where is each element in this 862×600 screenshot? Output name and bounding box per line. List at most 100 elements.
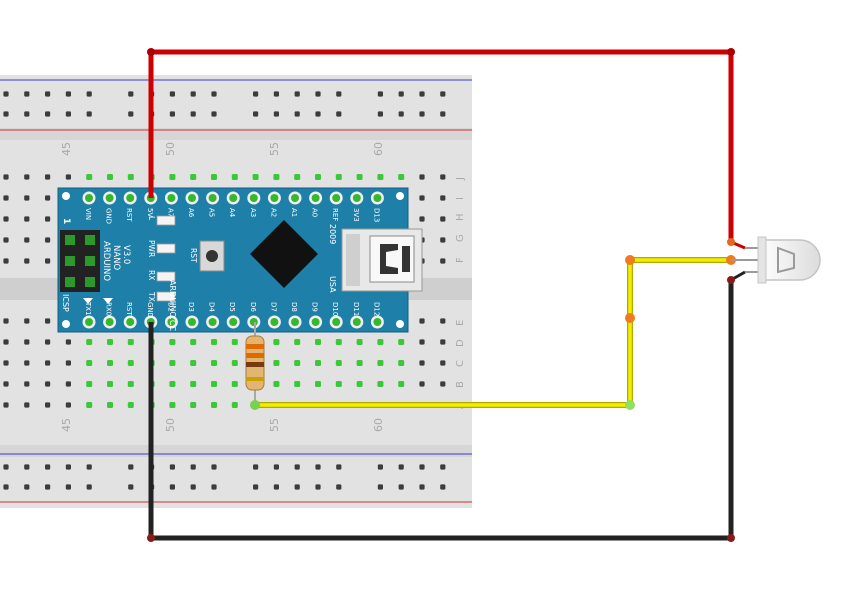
breadboard-hole[interactable] [24, 381, 30, 387]
rail-hole[interactable] [128, 464, 134, 470]
breadboard-hole[interactable] [419, 216, 425, 222]
rail-hole[interactable] [377, 111, 383, 117]
breadboard-hole[interactable] [3, 237, 9, 243]
rail-hole[interactable] [419, 464, 425, 470]
breadboard-hole[interactable] [3, 339, 9, 345]
breadboard-hole[interactable] [419, 360, 425, 366]
rail-hole[interactable] [294, 111, 300, 117]
breadboard-hole[interactable] [419, 381, 425, 387]
breadboard-hole[interactable] [419, 174, 425, 180]
rail-hole[interactable] [3, 484, 9, 490]
rail-hole[interactable] [45, 464, 51, 470]
breadboard-hole[interactable] [440, 237, 446, 243]
breadboard-hole[interactable] [440, 174, 446, 180]
rail-hole[interactable] [128, 484, 134, 490]
breadboard-hole[interactable] [45, 216, 51, 222]
rail-hole[interactable] [211, 91, 217, 97]
rail-hole[interactable] [253, 484, 259, 490]
rail-hole[interactable] [419, 111, 425, 117]
rail-hole[interactable] [440, 484, 446, 490]
rail-hole[interactable] [398, 91, 404, 97]
breadboard-hole[interactable] [65, 381, 71, 387]
breadboard-hole[interactable] [45, 360, 51, 366]
rail-hole[interactable] [253, 91, 259, 97]
breadboard-hole[interactable] [3, 195, 9, 201]
rail-hole[interactable] [24, 111, 30, 117]
breadboard-hole[interactable] [24, 237, 30, 243]
rail-hole[interactable] [315, 484, 321, 490]
rail-hole[interactable] [398, 464, 404, 470]
breadboard-hole[interactable] [24, 360, 30, 366]
rail-hole[interactable] [45, 91, 51, 97]
rail-hole[interactable] [273, 464, 279, 470]
rail-hole[interactable] [45, 484, 51, 490]
rail-hole[interactable] [86, 464, 92, 470]
rail-hole[interactable] [86, 91, 92, 97]
breadboard-hole[interactable] [3, 360, 9, 366]
breadboard-hole[interactable] [440, 258, 446, 264]
rail-hole[interactable] [24, 484, 30, 490]
rail-hole[interactable] [377, 464, 383, 470]
rail-hole[interactable] [273, 111, 279, 117]
rail-hole[interactable] [273, 484, 279, 490]
breadboard-hole[interactable] [65, 174, 71, 180]
breadboard-hole[interactable] [65, 339, 71, 345]
breadboard-hole[interactable] [3, 258, 9, 264]
breadboard-hole[interactable] [24, 402, 30, 408]
breadboard-hole[interactable] [440, 381, 446, 387]
rail-hole[interactable] [440, 91, 446, 97]
rail-hole[interactable] [336, 484, 342, 490]
breadboard-hole[interactable] [24, 339, 30, 345]
rail-hole[interactable] [65, 484, 71, 490]
reset-button[interactable]: RST [189, 240, 225, 272]
rail-hole[interactable] [211, 111, 217, 117]
rail-hole[interactable] [273, 91, 279, 97]
rail-hole[interactable] [86, 111, 92, 117]
rail-hole[interactable] [3, 464, 9, 470]
rail-hole[interactable] [169, 111, 175, 117]
breadboard-hole[interactable] [45, 258, 51, 264]
breadboard-hole[interactable] [419, 318, 425, 324]
rail-hole[interactable] [211, 464, 217, 470]
breadboard-hole[interactable] [440, 360, 446, 366]
rail-hole[interactable] [45, 111, 51, 117]
rail-hole[interactable] [315, 91, 321, 97]
breadboard-hole[interactable] [24, 216, 30, 222]
breadboard-hole[interactable] [440, 339, 446, 345]
rail-hole[interactable] [65, 91, 71, 97]
breadboard-hole[interactable] [3, 174, 9, 180]
breadboard-hole[interactable] [45, 318, 51, 324]
rail-hole[interactable] [377, 91, 383, 97]
breadboard-hole[interactable] [419, 195, 425, 201]
rail-hole[interactable] [398, 484, 404, 490]
breadboard-hole[interactable] [24, 318, 30, 324]
rail-hole[interactable] [294, 464, 300, 470]
rail-hole[interactable] [440, 464, 446, 470]
breadboard-hole[interactable] [45, 237, 51, 243]
rail-hole[interactable] [294, 484, 300, 490]
breadboard-hole[interactable] [3, 216, 9, 222]
breadboard-hole[interactable] [3, 318, 9, 324]
rail-hole[interactable] [190, 111, 196, 117]
breadboard-hole[interactable] [24, 258, 30, 264]
rail-hole[interactable] [336, 91, 342, 97]
rail-hole[interactable] [169, 464, 175, 470]
rail-hole[interactable] [211, 484, 217, 490]
rail-hole[interactable] [294, 91, 300, 97]
rail-hole[interactable] [440, 111, 446, 117]
breadboard-hole[interactable] [3, 402, 9, 408]
breadboard-hole[interactable] [45, 339, 51, 345]
rail-hole[interactable] [24, 91, 30, 97]
rail-hole[interactable] [336, 464, 342, 470]
rail-hole[interactable] [253, 111, 259, 117]
rail-hole[interactable] [3, 111, 9, 117]
breadboard-hole[interactable] [24, 195, 30, 201]
rail-hole[interactable] [128, 111, 134, 117]
rail-hole[interactable] [190, 464, 196, 470]
rail-hole[interactable] [190, 91, 196, 97]
breadboard-hole[interactable] [45, 402, 51, 408]
breadboard-hole[interactable] [45, 195, 51, 201]
breadboard-hole[interactable] [440, 195, 446, 201]
rail-hole[interactable] [169, 91, 175, 97]
breadboard-hole[interactable] [65, 360, 71, 366]
